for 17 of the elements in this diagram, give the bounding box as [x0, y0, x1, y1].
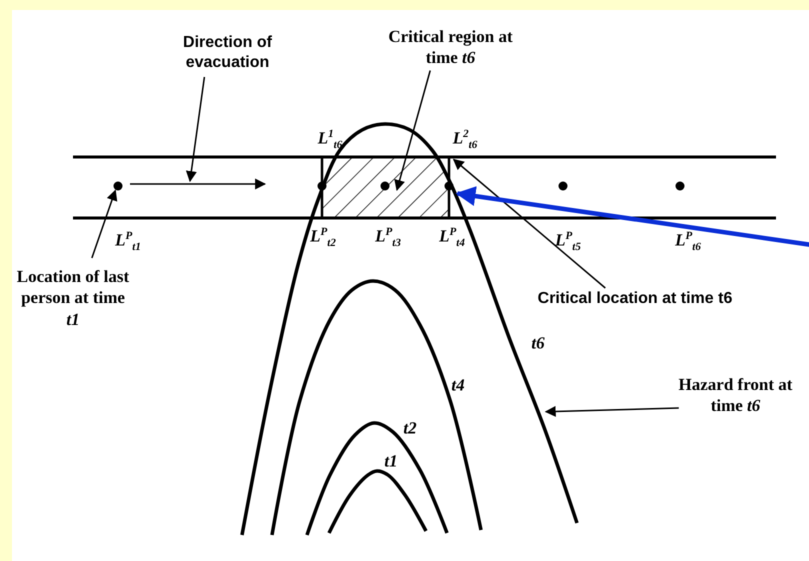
callout-text: Location of last person at time t1: [16, 266, 130, 330]
leader-line: [544, 406, 679, 417]
callout-text: Direction of evacuation: [182, 33, 273, 73]
time-label: t1: [384, 452, 398, 470]
callout-text: Critical region at time t6: [387, 26, 514, 68]
hatched-region: [320, 157, 450, 218]
callout-text: Hazard front at time t6: [678, 374, 794, 416]
leader-line: [186, 76, 206, 182]
leader-line: [452, 158, 606, 289]
time-label: t2: [403, 420, 417, 436]
callout-text: Critical location at time t6: [536, 289, 734, 309]
pointer-arrow: [456, 186, 809, 248]
leader-line: [91, 189, 118, 258]
time-label: t4: [451, 376, 465, 394]
time-label: t6: [531, 334, 545, 352]
leader-line: [394, 70, 431, 191]
person-dot: [114, 182, 122, 190]
